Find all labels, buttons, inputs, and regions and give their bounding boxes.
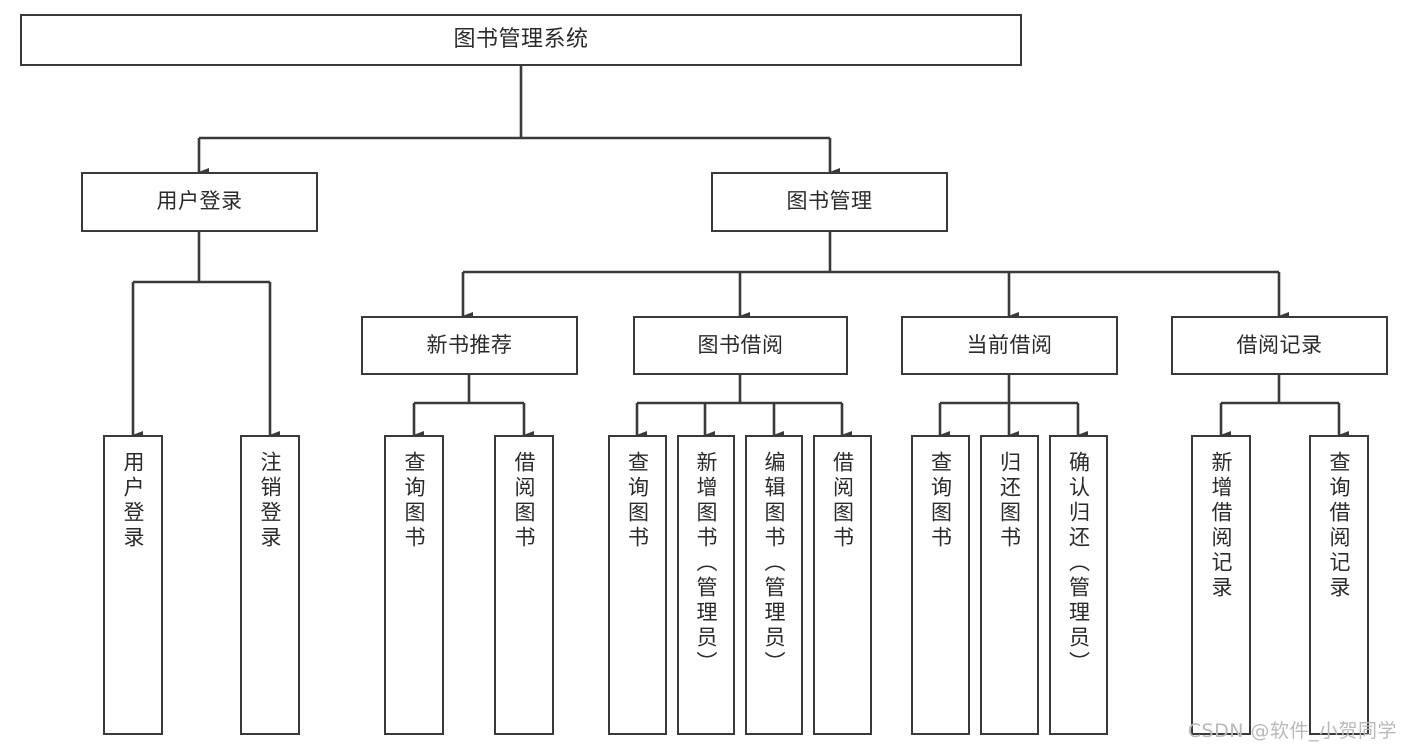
leaf-borrow-book[interactable]: 借阅图书 [813,435,872,735]
node-label: 图书借阅 [697,332,784,357]
node-book-management[interactable]: 图书管理 [711,172,948,232]
node-label: 新增借阅记录 [1209,451,1234,601]
leaf-edit-book-admin[interactable]: 编辑图书（管理员） [745,435,803,735]
leaf-borrow-book-recommend[interactable]: 借阅图书 [494,435,554,735]
node-label: 归还图书 [997,451,1022,551]
node-book-borrow[interactable]: 图书借阅 [633,316,848,375]
node-label: 当前借阅 [966,332,1053,357]
node-label: 查询借阅记录 [1327,451,1352,601]
node-label: 图书管理 [786,189,873,214]
leaf-logout[interactable]: 注销登录 [240,435,300,735]
node-label: 新书推荐 [426,332,513,357]
node-root-system[interactable]: 图书管理系统 [20,14,1022,66]
node-label: 借阅记录 [1236,332,1323,357]
node-label: 图书管理系统 [453,26,589,52]
leaf-return-book[interactable]: 归还图书 [980,435,1039,735]
leaf-query-book-current[interactable]: 查询图书 [911,435,970,735]
leaf-add-book-admin[interactable]: 新增图书（管理员） [677,435,735,735]
node-label: 用户登录 [156,189,243,214]
node-label: 查询图书 [928,451,953,551]
node-label: 借阅图书 [512,451,537,551]
leaf-confirm-return-admin[interactable]: 确认归还（管理员） [1049,435,1108,735]
node-label: 查询图书 [625,451,650,551]
node-current-borrow[interactable]: 当前借阅 [901,316,1118,375]
node-new-book-recommend[interactable]: 新书推荐 [361,316,578,375]
node-user-login[interactable]: 用户登录 [81,172,318,232]
node-label: 用户登录 [121,451,146,551]
node-label: 借阅图书 [830,451,855,551]
leaf-query-book-borrow[interactable]: 查询图书 [608,435,667,735]
node-label: 确认归还（管理员） [1066,451,1091,676]
node-borrow-records[interactable]: 借阅记录 [1171,316,1388,375]
node-label: 查询图书 [402,451,427,551]
node-label: 新增图书（管理员） [694,451,719,676]
node-label: 注销登录 [258,451,283,551]
node-label: 编辑图书（管理员） [762,451,787,676]
leaf-query-book-recommend[interactable]: 查询图书 [384,435,444,735]
leaf-add-borrow-record[interactable]: 新增借阅记录 [1191,435,1251,735]
leaf-user-login[interactable]: 用户登录 [103,435,163,735]
leaf-query-borrow-record[interactable]: 查询借阅记录 [1309,435,1369,735]
